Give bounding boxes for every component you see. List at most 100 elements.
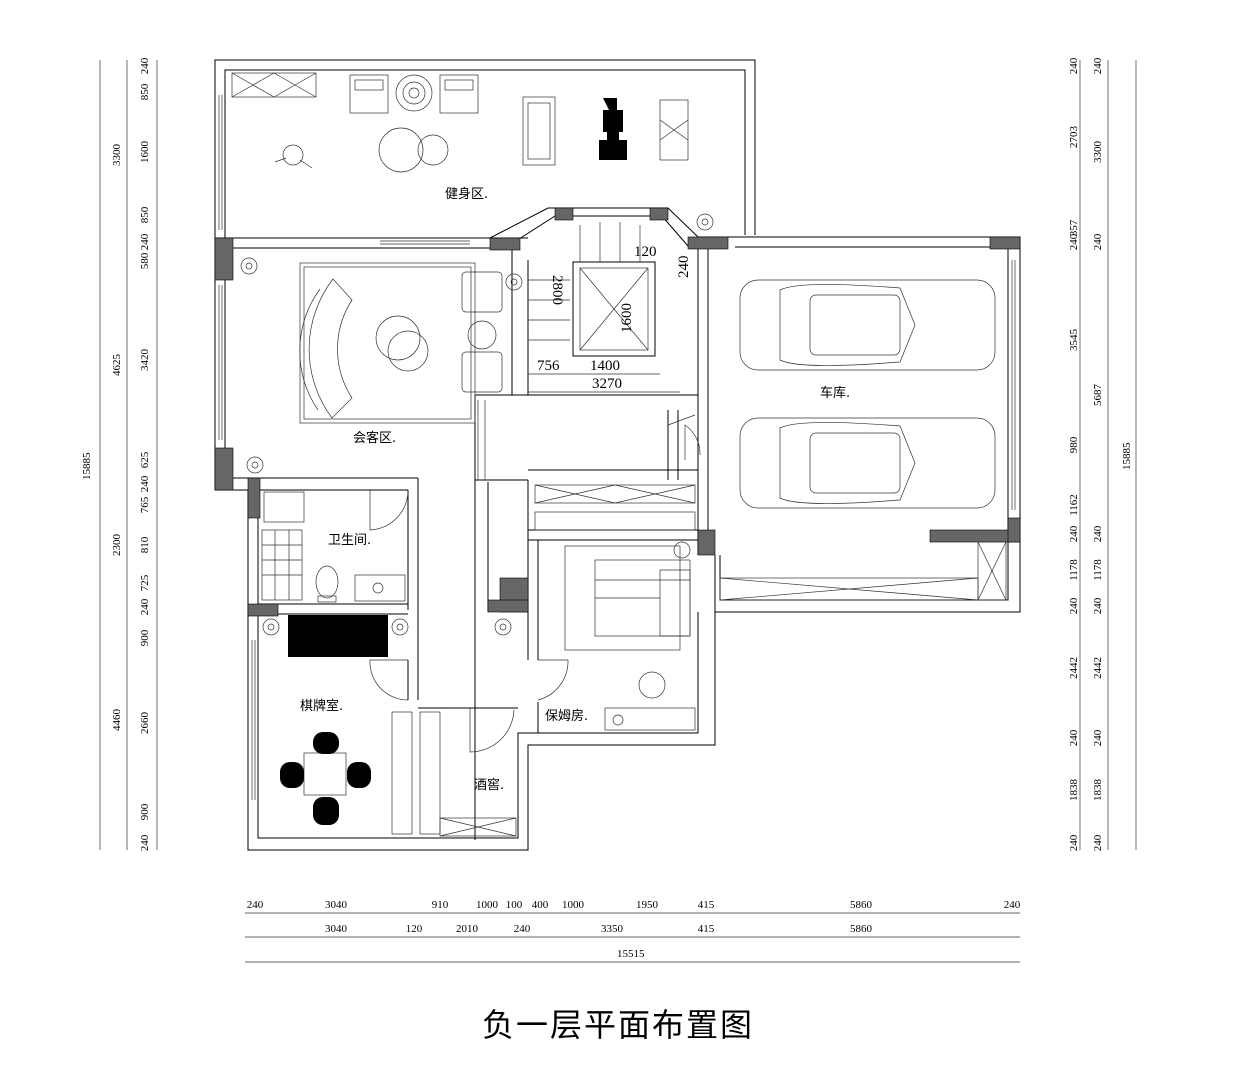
bottom-dim-row2-label: 3040 <box>325 923 348 935</box>
bottom-dim-row2: 3040 120 2010 240 3350 415 5860 <box>325 923 873 935</box>
left-dim-inner-label: 240 <box>139 475 151 492</box>
plants <box>240 213 714 636</box>
bottom-dim-row2-label: 5860 <box>850 923 873 935</box>
left-dim-outer-label: 4625 <box>111 354 123 377</box>
right-dim-inner-label: 1838 <box>1068 779 1080 802</box>
stair-dim-1600: 1600 <box>619 303 635 333</box>
living-furniture <box>299 262 503 424</box>
bottom-dim-row1-label: 1000 <box>476 899 499 911</box>
left-dim-inner-label: 810 <box>139 536 151 553</box>
gym-furniture <box>231 72 689 173</box>
room-label-living: 会客区. <box>353 430 396 446</box>
left-dim-inner-label: 1600 <box>139 141 151 164</box>
columns <box>214 207 1021 617</box>
bottom-dim-row2-label: 415 <box>698 923 715 935</box>
room-label-garage: 车库. <box>820 385 850 401</box>
right-dim-outer-label: 240 <box>1092 233 1104 250</box>
stair-dim-756: 756 <box>537 358 560 374</box>
left-dim-outer: 3300 4625 2300 4460 <box>111 144 123 732</box>
right-dim-outer-label: 240 <box>1092 597 1104 614</box>
room-label-bath: 卫生间. <box>328 533 371 548</box>
right-dim-inner-label: 240 <box>1068 729 1080 746</box>
left-dim-inner-label: 765 <box>139 496 151 513</box>
right-dim-inner-label: 2442 <box>1068 657 1080 679</box>
right-dim-outer-label: 240 <box>1092 525 1104 542</box>
right-dim-inner-label: 357 <box>1068 219 1080 236</box>
chess-furniture <box>280 615 388 825</box>
left-dim-inner: 240 850 1600 850 240 580 3420 625 240 765 810 725 24… <box>139 57 151 851</box>
left-dim-outer-label: 2300 <box>111 534 123 557</box>
left-dim-inner-label: 850 <box>139 206 151 223</box>
bottom-dim-row1-label: 240 <box>1004 899 1021 911</box>
left-dim-inner-label: 2660 <box>139 712 151 735</box>
bottom-dim-row1-label: 400 <box>532 899 549 911</box>
left-dim-inner-label: 3420 <box>139 349 151 372</box>
windows <box>218 95 1016 800</box>
bottom-dim-row1: 240 3040 910 1000 100 400 1000 1950 415 5860 240 <box>247 899 1021 911</box>
bottom-dim-row2-label: 120 <box>406 923 423 935</box>
bottom-dim-row1-label: 5860 <box>850 899 873 911</box>
left-dim-inner-label: 240 <box>139 834 151 851</box>
room-label-nanny: 保姆房. <box>545 708 588 724</box>
stair-dim-240: 240 <box>676 256 692 279</box>
bottom-dim-row2-label: 240 <box>514 923 531 935</box>
left-dim-inner-label: 240 <box>139 598 151 615</box>
bottom-dim-row1-label: 415 <box>698 899 715 911</box>
right-dim-outer-label: 1838 <box>1092 779 1104 802</box>
right-dim-outer-label: 1178 <box>1092 559 1104 581</box>
doors <box>369 424 701 753</box>
right-dim-outer-label: 2442 <box>1092 657 1104 679</box>
walls <box>214 59 1021 851</box>
left-dim-inner-label: 725 <box>139 574 151 591</box>
left-dim-inner-label: 240 <box>139 57 151 74</box>
right-dim-inner-label: 980 <box>1068 436 1080 453</box>
bottom-dim-total: 15515 <box>617 948 645 960</box>
bottom-dim-row1-label: 100 <box>506 899 523 911</box>
right-dim-outer-label: 5687 <box>1092 384 1104 407</box>
right-dim-outer-label: 240 <box>1092 57 1104 74</box>
right-dim-outer-label: 3300 <box>1092 141 1104 164</box>
right-dim-outer: 240 3300 240 5687 240 1178 240 2442 240 1838 240 <box>1092 57 1104 851</box>
left-dim-outer-label: 3300 <box>111 144 123 167</box>
room-label-chess: 棋牌室. <box>300 698 343 714</box>
bath-fixtures <box>261 491 406 603</box>
dimension-lines <box>99 60 1137 963</box>
left-dim-inner-label: 625 <box>139 451 151 468</box>
right-dim-outer-label: 240 <box>1092 834 1104 851</box>
left-dim-inner-label: 850 <box>139 83 151 100</box>
cars <box>739 279 996 509</box>
left-dim-inner-label: 900 <box>139 629 151 646</box>
stair-dim-2800: 2800 <box>549 275 565 305</box>
bottom-dim-row2-label: 2010 <box>456 923 479 935</box>
right-dim-inner-label: 240 <box>1068 57 1080 74</box>
right-dim-inner-label: 240 <box>1068 597 1080 614</box>
room-label-wine: 酒窖. <box>474 777 504 793</box>
bottom-dim-row1-label: 1000 <box>562 899 585 911</box>
bottom-dim-row1-label: 3040 <box>325 899 348 911</box>
right-dim-inner-label: 1178 <box>1068 559 1080 581</box>
room-label-gym: 健身区. <box>445 186 488 202</box>
right-dim-inner-label: 240 <box>1068 233 1080 250</box>
right-dim-inner-label: 1162 <box>1068 494 1080 516</box>
bottom-dim-row1-label: 240 <box>247 899 264 911</box>
stair-dim-120: 120 <box>634 244 657 260</box>
left-dim-outer-label: 4460 <box>111 709 123 732</box>
bottom-dim-row1-label: 1950 <box>636 899 659 911</box>
right-dim-inner-label: 240 <box>1068 834 1080 851</box>
right-dim-inner-label: 3545 <box>1068 329 1080 352</box>
left-dim-inner-label: 240 <box>139 233 151 250</box>
bottom-dim-row1-label: 910 <box>432 899 449 911</box>
left-dim-inner-label: 580 <box>139 252 151 269</box>
left-dim-inner-label: 900 <box>139 803 151 820</box>
right-dim-total: 15885 <box>1121 442 1133 470</box>
right-dim-outer-label: 240 <box>1092 729 1104 746</box>
cabinets <box>391 484 1007 837</box>
bottom-dim-row2-label: 3350 <box>601 923 624 935</box>
drawing-title: 负一层平面布置图 <box>481 1006 754 1044</box>
left-dim-total: 15885 <box>81 452 93 480</box>
nanny-furniture <box>564 541 696 731</box>
stair-dim-1400: 1400 <box>590 358 620 374</box>
right-dim-inner: 2402703357240354598011622401178240244224… <box>1068 57 1080 851</box>
right-dim-inner-label: 2703 <box>1068 126 1080 149</box>
